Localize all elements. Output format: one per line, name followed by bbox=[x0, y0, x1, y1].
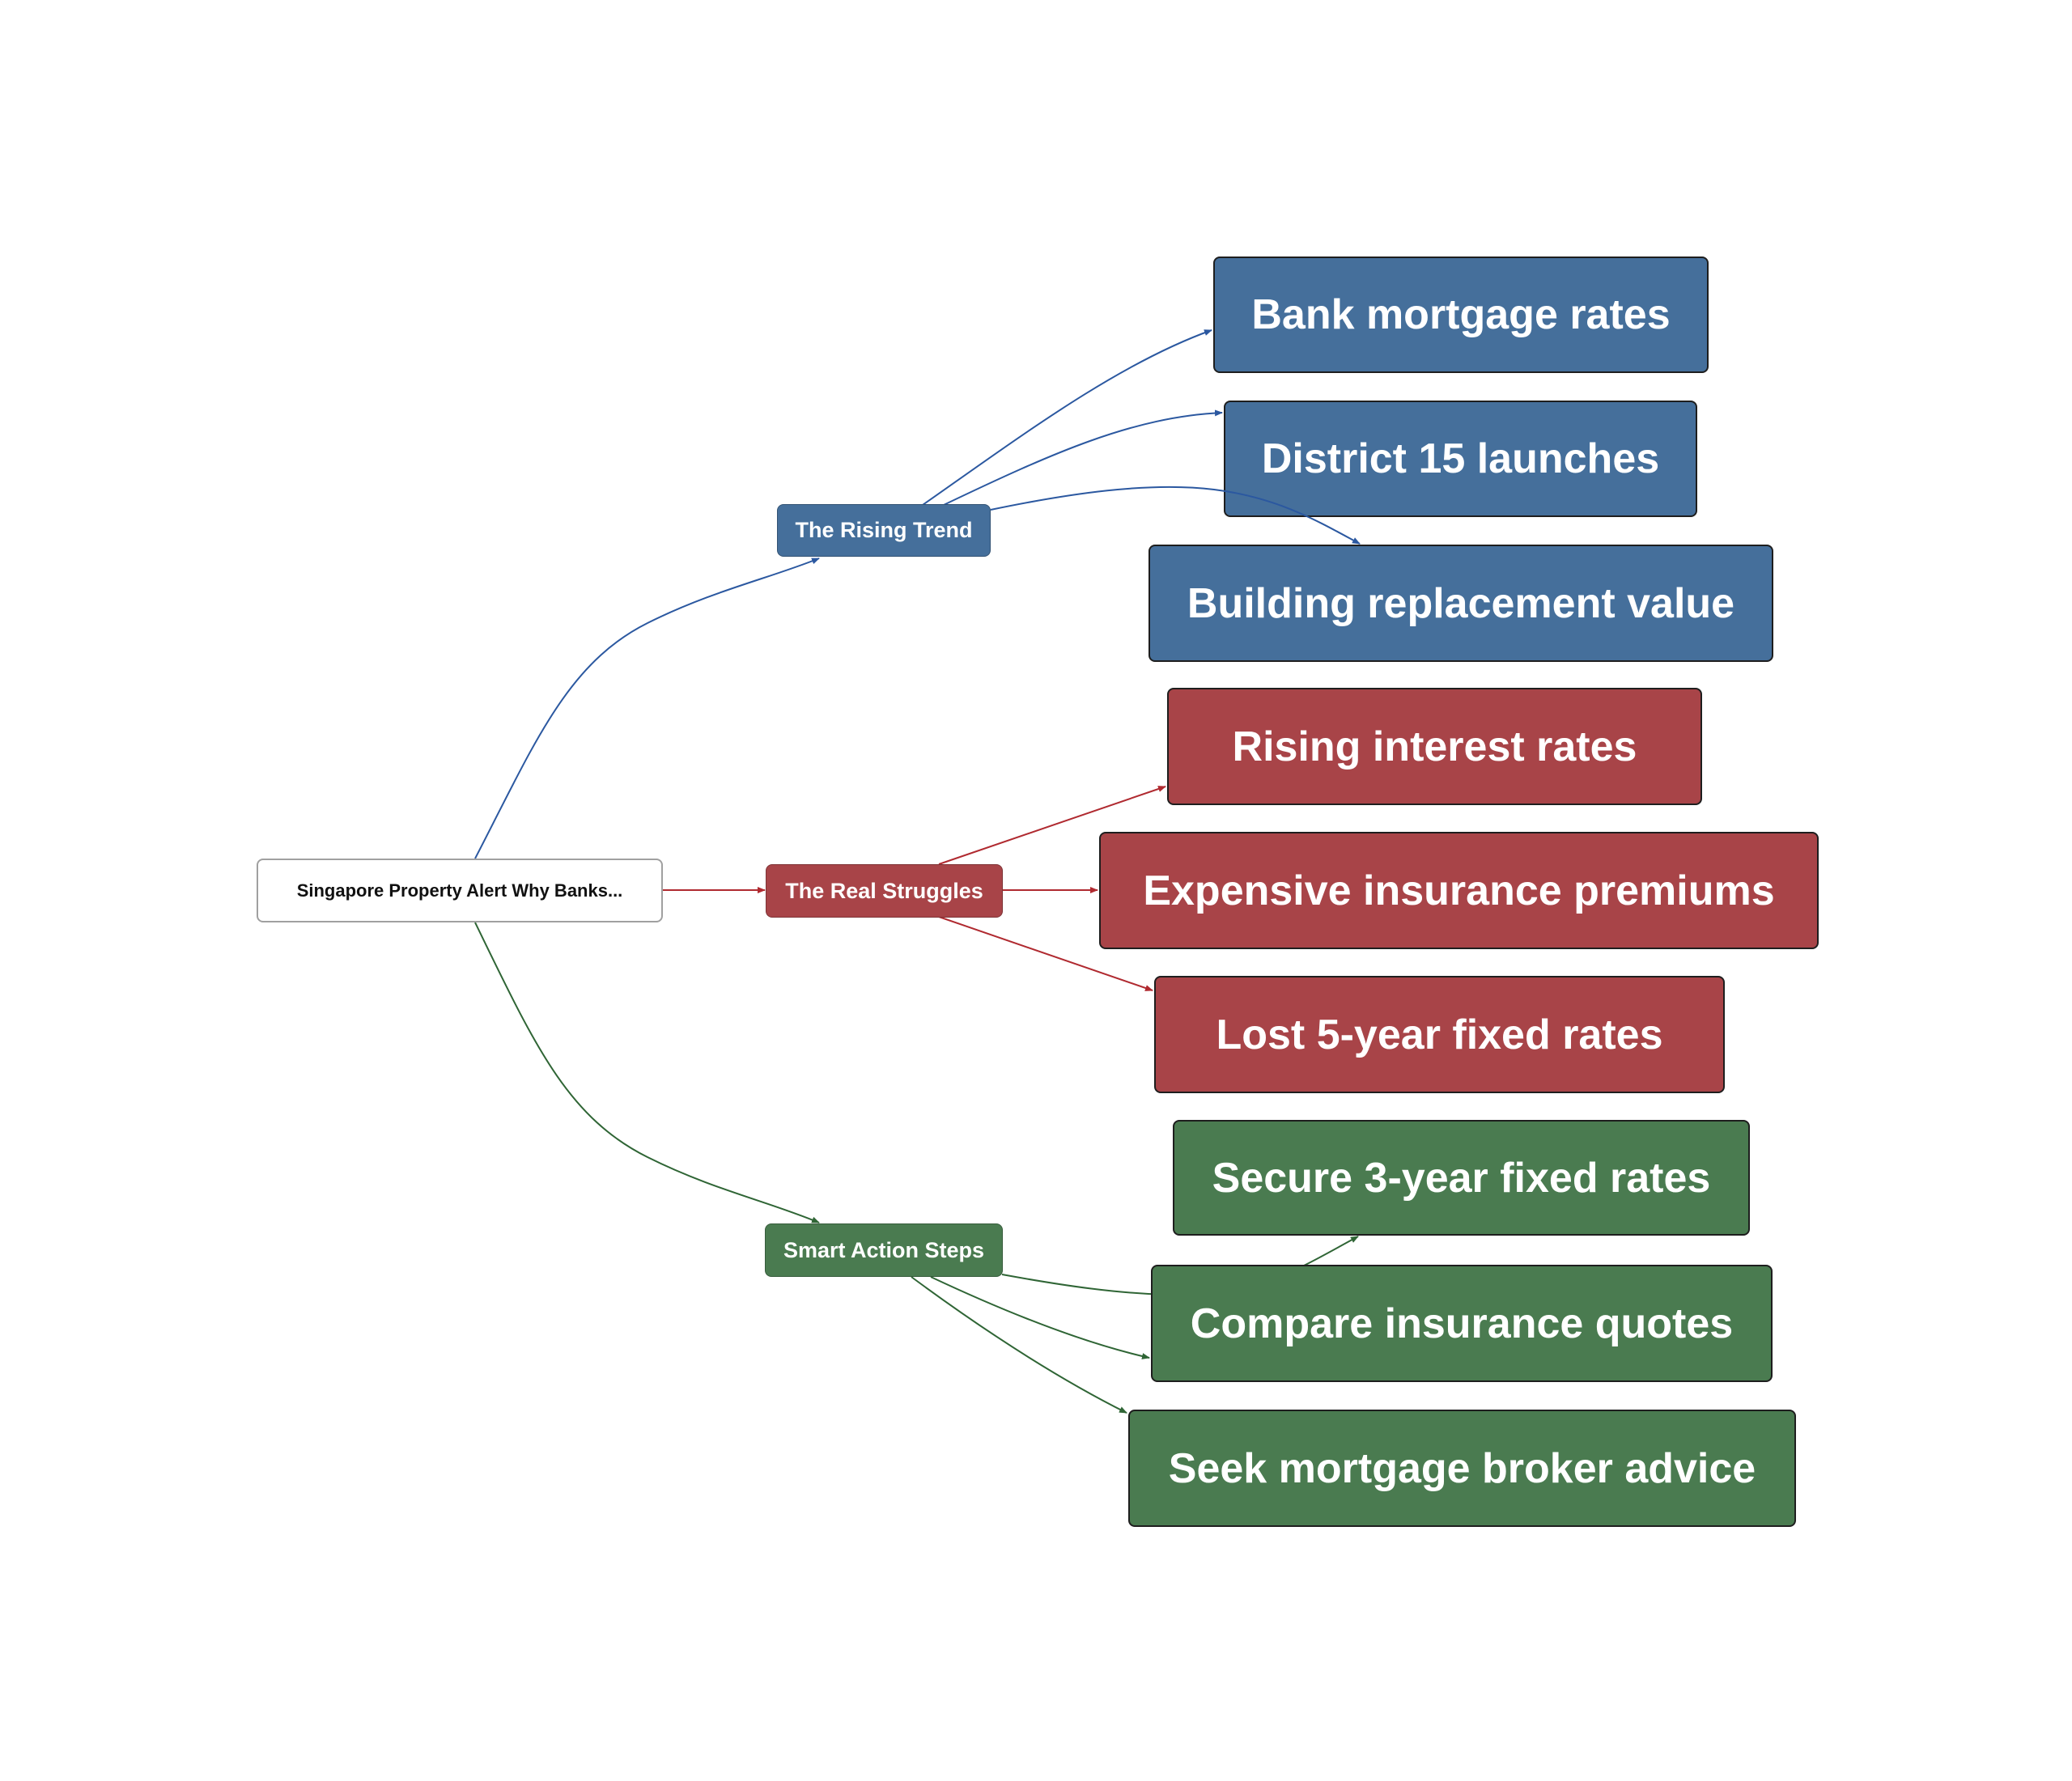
branch-label: The Real Struggles bbox=[785, 878, 983, 903]
leaf-label: Building replacement value bbox=[1187, 579, 1735, 627]
edge-actions-to-seek-broker bbox=[911, 1276, 1127, 1414]
leaf-label: Compare insurance quotes bbox=[1190, 1300, 1734, 1347]
leaf-label: Seek mortgage broker advice bbox=[1168, 1444, 1756, 1492]
branch-label: Smart Action Steps bbox=[783, 1237, 985, 1262]
branch-node-rising-trend[interactable]: The Rising Trend bbox=[777, 504, 991, 557]
leaf-node-seek-mortgage-broker-advice[interactable]: Seek mortgage broker advice bbox=[1128, 1410, 1796, 1527]
edge-struggles-to-lost-5-year bbox=[938, 916, 1153, 991]
leaf-label: Secure 3-year fixed rates bbox=[1212, 1154, 1711, 1202]
leaf-label: Bank mortgage rates bbox=[1251, 291, 1671, 338]
edge-root-to-smart-action-steps bbox=[474, 922, 820, 1223]
leaf-node-rising-interest-rates[interactable]: Rising interest rates bbox=[1167, 688, 1702, 805]
leaf-node-secure-3-year-fixed-rates[interactable]: Secure 3-year fixed rates bbox=[1173, 1120, 1750, 1236]
leaf-label: Lost 5-year fixed rates bbox=[1216, 1011, 1663, 1058]
branch-node-real-struggles[interactable]: The Real Struggles bbox=[766, 864, 1003, 918]
edge-root-to-rising-trend bbox=[474, 558, 820, 859]
edge-struggles-to-rising-interest bbox=[938, 786, 1166, 865]
edge-actions-to-compare-insurance bbox=[930, 1276, 1150, 1359]
branch-node-smart-action-steps[interactable]: Smart Action Steps bbox=[765, 1223, 1003, 1277]
leaf-label: District 15 launches bbox=[1261, 435, 1660, 482]
branch-label: The Rising Trend bbox=[795, 518, 973, 542]
leaf-node-compare-insurance-quotes[interactable]: Compare insurance quotes bbox=[1151, 1265, 1773, 1382]
edge-rising-to-district-15 bbox=[943, 409, 1223, 506]
root-node-label: Singapore Property Alert Why Banks... bbox=[296, 880, 623, 901]
leaf-label: Expensive insurance premiums bbox=[1143, 867, 1775, 914]
leaf-node-district-15-launches[interactable]: District 15 launches bbox=[1224, 401, 1697, 517]
leaf-node-building-replacement-value[interactable]: Building replacement value bbox=[1149, 545, 1773, 662]
leaf-node-expensive-insurance-premiums[interactable]: Expensive insurance premiums bbox=[1099, 832, 1819, 949]
root-node[interactable]: Singapore Property Alert Why Banks... bbox=[257, 859, 663, 922]
leaf-node-bank-mortgage-rates[interactable]: Bank mortgage rates bbox=[1213, 257, 1709, 373]
leaf-label: Rising interest rates bbox=[1232, 723, 1637, 770]
edge-rising-to-bank-mortgage bbox=[922, 329, 1212, 506]
leaf-node-lost-5-year-fixed-rates[interactable]: Lost 5-year fixed rates bbox=[1154, 976, 1725, 1093]
